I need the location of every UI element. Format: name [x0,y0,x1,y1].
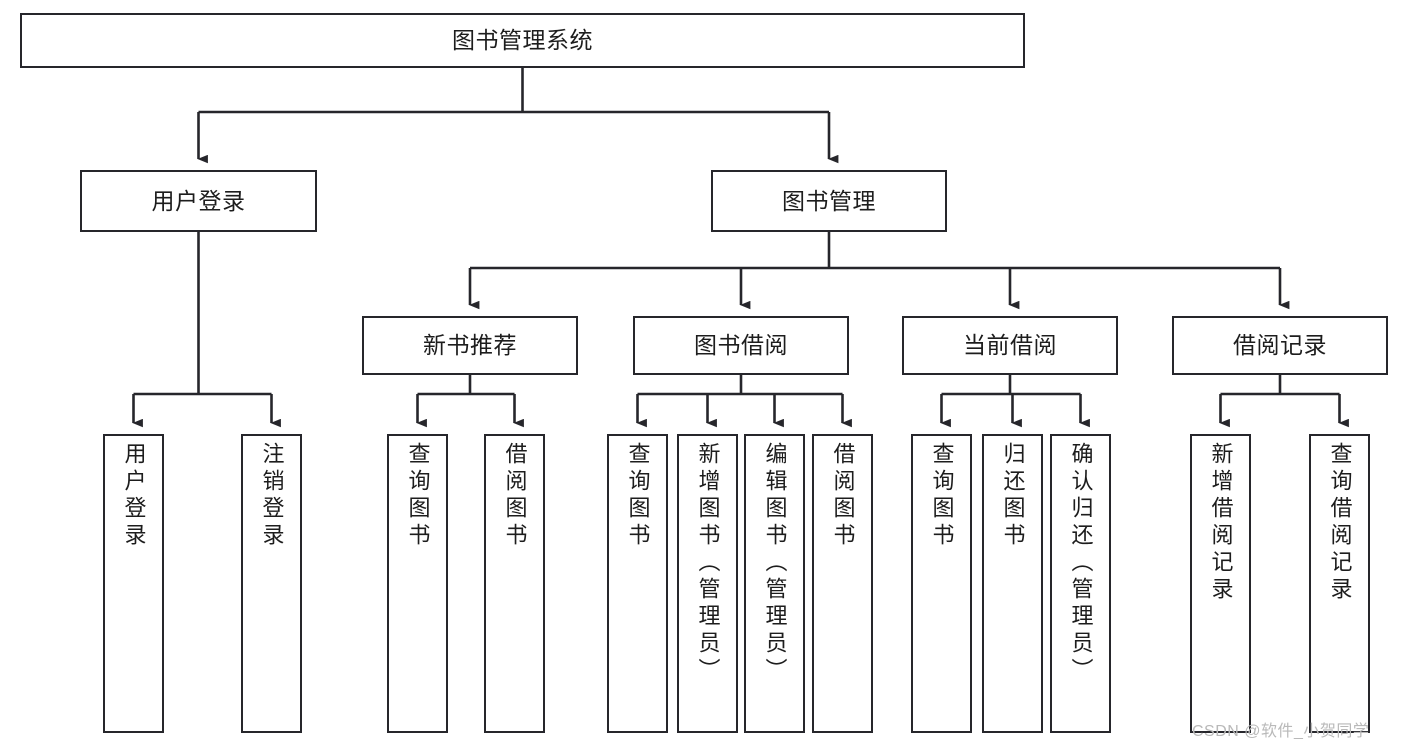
node-leaf-nb-borrow[interactable]: 借阅图书 [484,434,545,733]
node-leaf-user-login[interactable]: 用户登录 [103,434,164,733]
node-leaf-user-logout[interactable]: 注销登录 [241,434,302,733]
node-leaf-br-query[interactable]: 查询图书 [607,434,668,733]
node-label: 查询借阅记录 [1327,442,1353,604]
node-root[interactable]: 图书管理系统 [20,13,1025,68]
node-label: 新书推荐 [423,332,517,359]
node-leaf-cu-return[interactable]: 归还图书 [982,434,1043,733]
node-leaf-br-add[interactable]: 新增图书（管理员） [677,434,738,733]
node-label: 查询图书 [625,442,651,550]
watermark: CSDN @软件_小贺同学 [1192,723,1370,740]
node-label: 借阅图书 [502,442,528,550]
node-label: 当前借阅 [963,332,1057,359]
node-records[interactable]: 借阅记录 [1172,316,1388,375]
node-current[interactable]: 当前借阅 [902,316,1118,375]
node-leaf-rc-query[interactable]: 查询借阅记录 [1309,434,1370,733]
node-label: 查询图书 [405,442,431,550]
node-label: 归还图书 [1000,442,1026,550]
node-leaf-cu-confirm[interactable]: 确认归还（管理员） [1050,434,1111,733]
node-bookmgmt[interactable]: 图书管理 [711,170,947,232]
node-label: 新增借阅记录 [1208,442,1234,604]
node-leaf-br-edit[interactable]: 编辑图书（管理员） [744,434,805,733]
node-leaf-rc-add[interactable]: 新增借阅记录 [1190,434,1251,733]
node-label: 新增图书（管理员） [695,442,721,685]
node-login[interactable]: 用户登录 [80,170,317,232]
node-newbook[interactable]: 新书推荐 [362,316,578,375]
node-label: 注销登录 [259,442,285,550]
node-label: 编辑图书（管理员） [762,442,788,685]
node-label: 用户登录 [151,187,246,214]
node-borrow[interactable]: 图书借阅 [633,316,849,375]
node-label: 确认归还（管理员） [1068,442,1094,685]
node-label: 借阅记录 [1233,332,1327,359]
node-label: 用户登录 [121,442,147,550]
node-label: 借阅图书 [830,442,856,550]
node-label: 图书借阅 [694,332,788,359]
node-leaf-cu-query[interactable]: 查询图书 [911,434,972,733]
node-label: 图书管理 [782,187,876,214]
node-leaf-br-borrow[interactable]: 借阅图书 [812,434,873,733]
node-leaf-nb-query[interactable]: 查询图书 [387,434,448,733]
node-label: 图书管理系统 [452,27,593,54]
node-label: 查询图书 [929,442,955,550]
